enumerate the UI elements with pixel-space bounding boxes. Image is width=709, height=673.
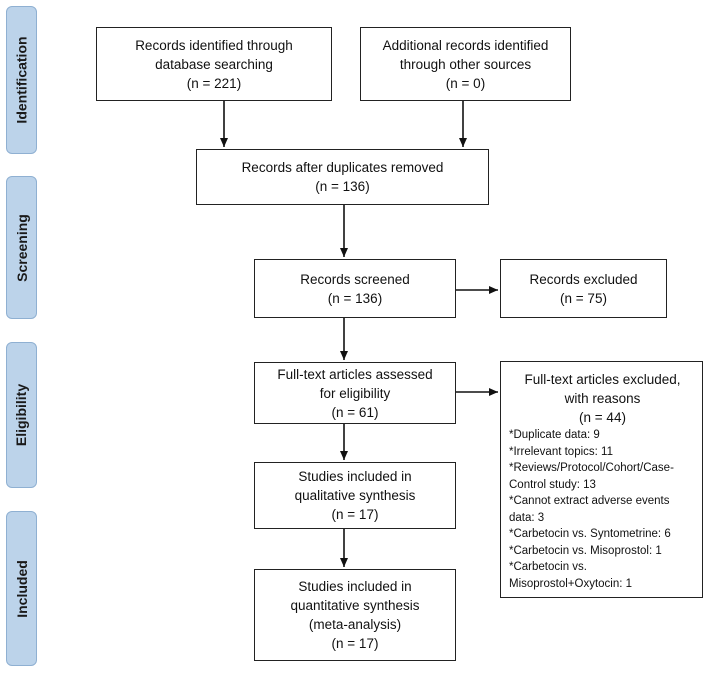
- list-item: data: 3: [509, 511, 545, 524]
- records-screened-box: Records screened (n = 136): [254, 259, 456, 318]
- list-item: *Cannot extract adverse events: [509, 495, 670, 507]
- list-item: *Carbetocin vs. Misoprostol: 1: [509, 544, 662, 557]
- fulltext-excluded-box: Full-text articles excluded, with reason…: [500, 361, 703, 598]
- list-item: *Reviews/Protocol/Cohort/Case-: [509, 462, 674, 474]
- records-identified-other-box: Additional records identified through ot…: [360, 27, 571, 101]
- list-item: *Carbetocin vs. Syntometrine: 6: [509, 528, 671, 540]
- phase-included: Included: [6, 511, 37, 666]
- fulltext-assessed-box: Full-text articles assessed for eligibil…: [254, 362, 456, 424]
- quantitative-synthesis-box: Studies included in quantitative synthes…: [254, 569, 456, 661]
- records-after-duplicates-box: Records after duplicates removed (n = 13…: [196, 149, 489, 205]
- phase-identification: Identification: [6, 6, 37, 154]
- phase-screening: Screening: [6, 176, 37, 319]
- list-item: *Duplicate data: 9: [509, 429, 600, 441]
- list-item: Control study: 13: [509, 478, 596, 491]
- qualitative-synthesis-box: Studies included in qualitative synthesi…: [254, 462, 456, 529]
- phase-eligibility: Eligibility: [6, 342, 37, 488]
- list-item: *Irrelevant topics: 11: [509, 445, 613, 458]
- records-identified-database-box: Records identified through database sear…: [96, 27, 332, 101]
- list-item: Misoprostol+Oxytocin: 1: [509, 577, 633, 590]
- list-item: *Carbetocin vs.: [509, 561, 587, 573]
- exclusion-reasons-list: *Duplicate data: 9 *Irrelevant topics: 1…: [509, 427, 696, 592]
- fulltext-excluded-header: Full-text articles excluded, with reason…: [524, 372, 681, 425]
- records-excluded-box: Records excluded (n = 75): [500, 259, 667, 318]
